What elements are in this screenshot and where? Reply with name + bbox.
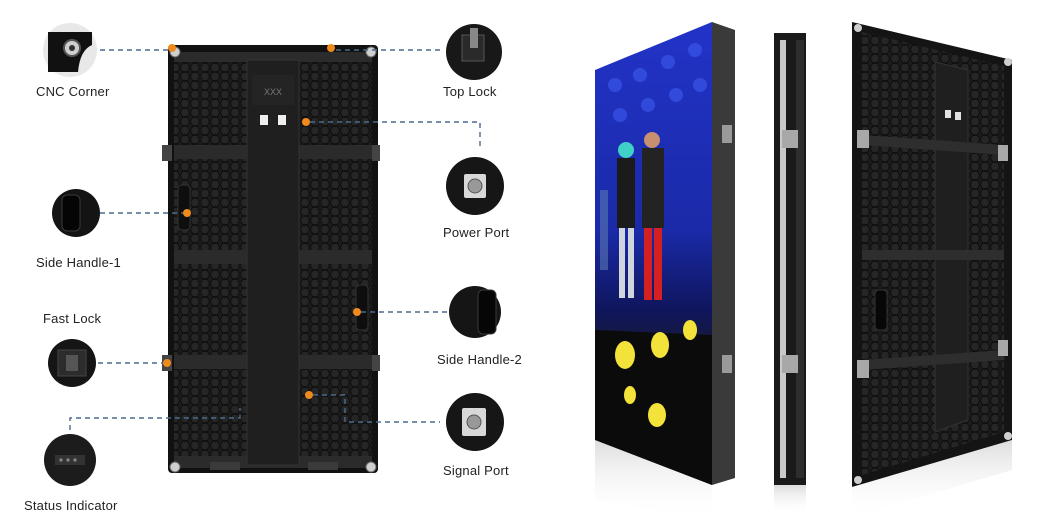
cabinet-back-view: XXX — [162, 45, 380, 473]
top-lock-label: Top Lock — [443, 84, 497, 99]
signal-port-label: Signal Port — [443, 463, 509, 478]
side-handle-1-detail — [52, 189, 100, 237]
power-port-label: Power Port — [443, 225, 510, 240]
marker-side-handle-2 — [353, 308, 361, 316]
marker-side-handle-1 — [183, 209, 191, 217]
panel-logo: XXX — [264, 87, 282, 97]
side-handle-1-label: Side Handle-1 — [36, 255, 121, 270]
power-port-detail — [446, 157, 504, 215]
marker-power-port — [302, 118, 310, 126]
marker-cnc-corner — [168, 44, 176, 52]
performers — [600, 132, 664, 300]
fast-lock-detail — [48, 339, 96, 387]
status-indicator-label: Status Indicator — [24, 498, 118, 513]
cabinet-side-view — [774, 33, 806, 515]
leader-lines — [69, 49, 481, 430]
cnc-corner-detail — [43, 23, 97, 77]
marker-signal-port — [305, 391, 313, 399]
cnc-corner-label: CNC Corner — [36, 84, 110, 99]
status-indicator-detail — [44, 434, 96, 486]
cabinet-front-view — [595, 22, 735, 520]
marker-fast-lock — [163, 359, 171, 367]
side-handle-2-label: Side Handle-2 — [437, 352, 522, 367]
component-markers — [163, 44, 361, 399]
side-handle-2-detail — [449, 286, 501, 338]
cabinet-back-perspective — [852, 22, 1012, 518]
signal-port-detail — [446, 393, 504, 451]
top-lock-detail — [446, 24, 502, 80]
fast-lock-label: Fast Lock — [43, 311, 102, 326]
marker-top-lock — [327, 44, 335, 52]
